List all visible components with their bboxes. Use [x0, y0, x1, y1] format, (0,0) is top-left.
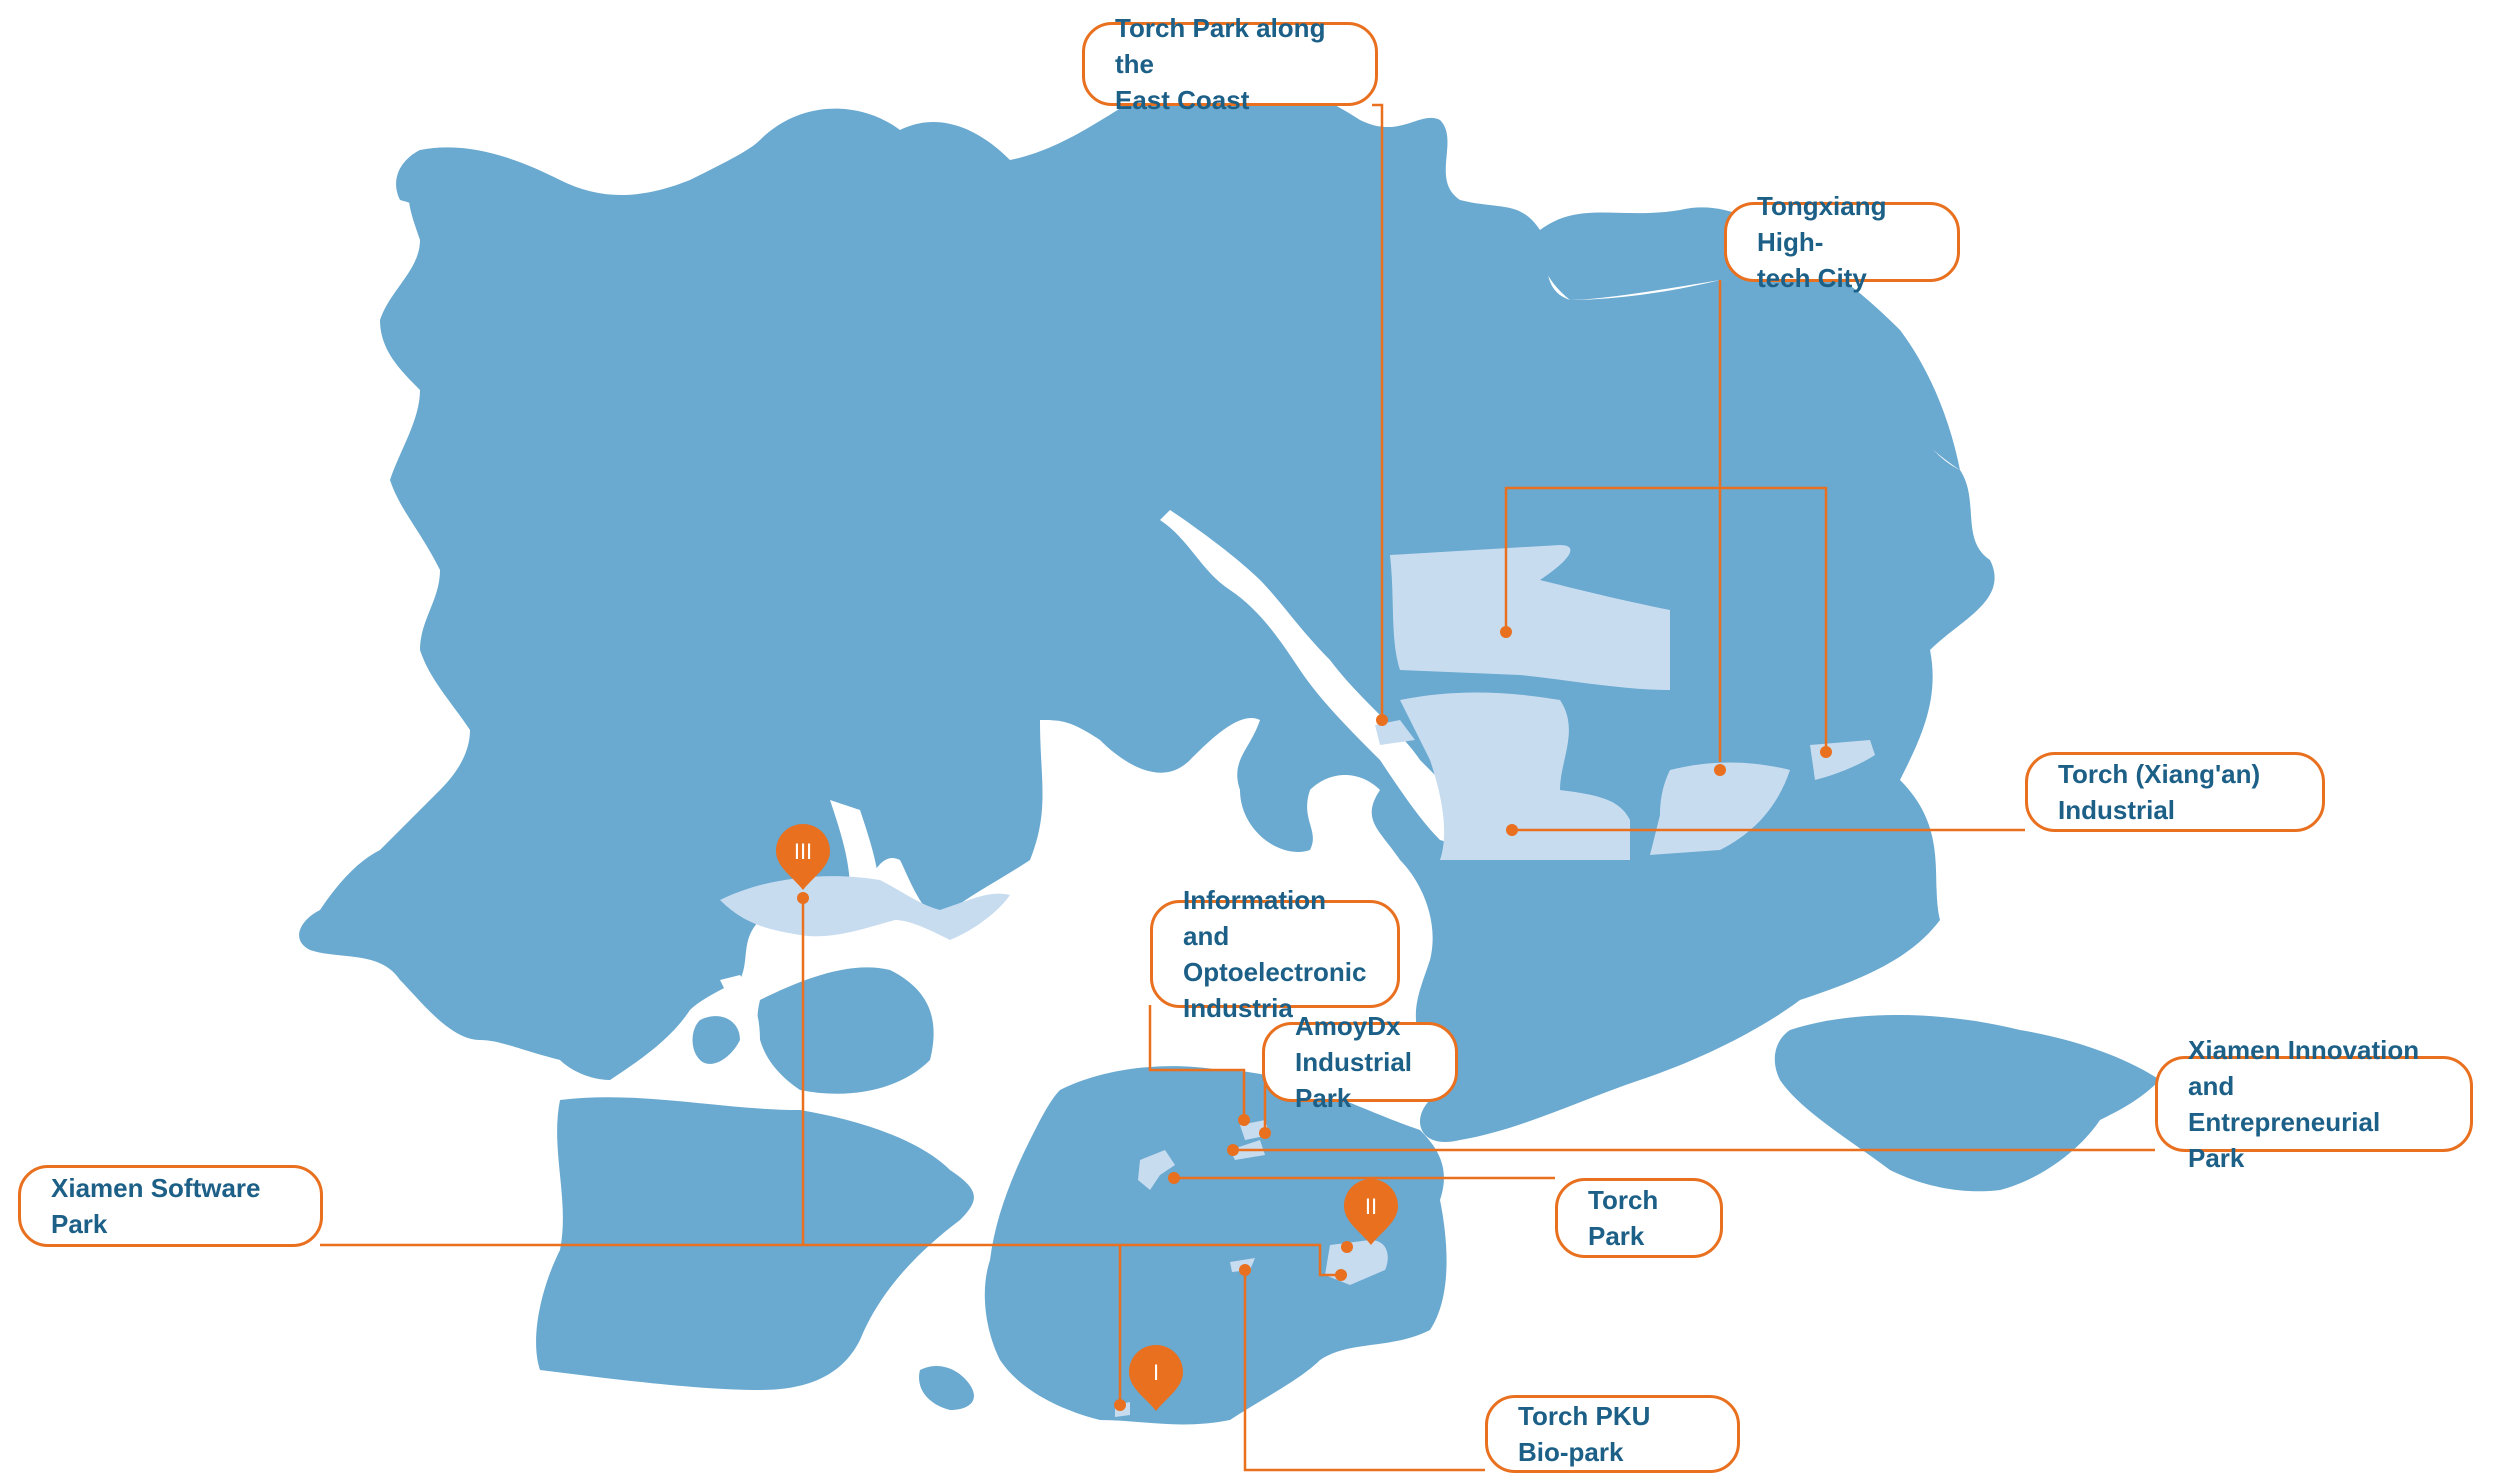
park-area-tongxiang — [1650, 762, 1790, 855]
pin-ii[interactable]: II — [1344, 1179, 1398, 1245]
label-amoydx[interactable]: AmoyDx Industrial Park — [1262, 1011, 1458, 1113]
pin-iii[interactable]: III — [776, 824, 830, 890]
land-small-island — [919, 1365, 974, 1410]
park-area-torch-park — [1138, 1150, 1175, 1190]
label-text: Information and Optoelectronic Industria — [1183, 885, 1367, 1023]
label-text: Torch (Xiang'an) Industrial — [2058, 759, 2261, 825]
pin-i-label: I — [1153, 1360, 1159, 1385]
dot-north-large — [1500, 626, 1512, 638]
dot-pku — [1239, 1264, 1251, 1276]
land-northeast — [1538, 207, 1960, 470]
label-text: Xiamen Software Park — [51, 1173, 261, 1239]
dot-xiangan — [1506, 824, 1518, 836]
map-pin-icon — [1344, 1179, 1398, 1245]
leader-lines — [320, 103, 2155, 1472]
map-pin-icon — [776, 824, 830, 890]
land-east-island — [1774, 1015, 2160, 1192]
label-torch-park[interactable]: Torch Park — [1555, 1178, 1723, 1258]
dot-info-opto — [1238, 1114, 1250, 1126]
park-area-north-large — [1390, 545, 1670, 690]
pin-ii-label: II — [1365, 1194, 1377, 1219]
leader-torch-park-east-coast — [1372, 103, 1384, 720]
label-info-opto[interactable]: Information and Optoelectronic Industria — [1150, 885, 1400, 1023]
dot-software-ii-a — [1341, 1241, 1353, 1253]
park-areas — [720, 545, 1875, 1417]
dot-software-iii — [797, 892, 809, 904]
label-torch-park-east-coast[interactable]: Torch Park along the East Coast — [1082, 13, 1378, 115]
dot-software-i — [1114, 1399, 1126, 1411]
land-mainland-west — [299, 75, 1995, 1142]
label-text: AmoyDx Industrial Park — [1295, 1011, 1413, 1113]
dot-amoydx — [1259, 1127, 1271, 1139]
label-tongxiang[interactable]: Tongxiang High- tech City — [1724, 191, 1960, 293]
pin-iii-label: III — [794, 839, 812, 864]
label-xiamen-innovation[interactable]: Xiamen Innovation and Entrepreneurial Pa… — [2155, 1035, 2473, 1173]
park-area-east-coast — [1375, 720, 1415, 745]
land-southwest — [536, 1097, 974, 1390]
label-text: Torch Park along the East Coast — [1115, 13, 1326, 115]
land-northwest-peninsula — [396, 150, 620, 263]
leader-info-opto — [1148, 1005, 1246, 1120]
label-text: Torch Park — [1588, 1185, 1659, 1251]
label-xiamen-software[interactable]: Xiamen Software Park — [18, 1165, 323, 1247]
pin-i[interactable]: I — [1129, 1345, 1183, 1411]
land-middle-peninsula — [757, 967, 934, 1094]
land-masses — [299, 75, 2160, 1425]
river-south-channel — [720, 975, 760, 1055]
dot-innovation — [1227, 1144, 1239, 1156]
park-area-software-iii — [720, 876, 1010, 940]
label-text: Tongxiang High- tech City — [1757, 191, 1887, 293]
dot-tongxiang — [1714, 764, 1726, 776]
land-western-islet — [692, 1016, 740, 1064]
leader-north-bracket — [1504, 486, 1828, 752]
river-north-channel — [1160, 510, 1480, 844]
leader-dots — [797, 626, 1832, 1411]
label-torch-xiangan[interactable]: Torch (Xiang'an) Industrial — [2025, 752, 2325, 832]
leader-torch-pku — [1243, 1270, 1485, 1472]
dot-east-small — [1820, 746, 1832, 758]
label-torch-pku[interactable]: Torch PKU Bio-park — [1485, 1395, 1740, 1473]
label-text: Xiamen Innovation and Entrepreneurial Pa… — [2188, 1035, 2420, 1173]
dot-software-ii-b — [1335, 1269, 1347, 1281]
dot-east-coast — [1376, 714, 1388, 726]
park-area-xiangan — [1400, 692, 1630, 860]
map-pin-icon — [1129, 1345, 1183, 1411]
label-text: Torch PKU Bio-park — [1518, 1401, 1651, 1467]
leader-xiamen-software — [320, 1243, 1341, 1277]
dot-torch-park — [1168, 1172, 1180, 1184]
